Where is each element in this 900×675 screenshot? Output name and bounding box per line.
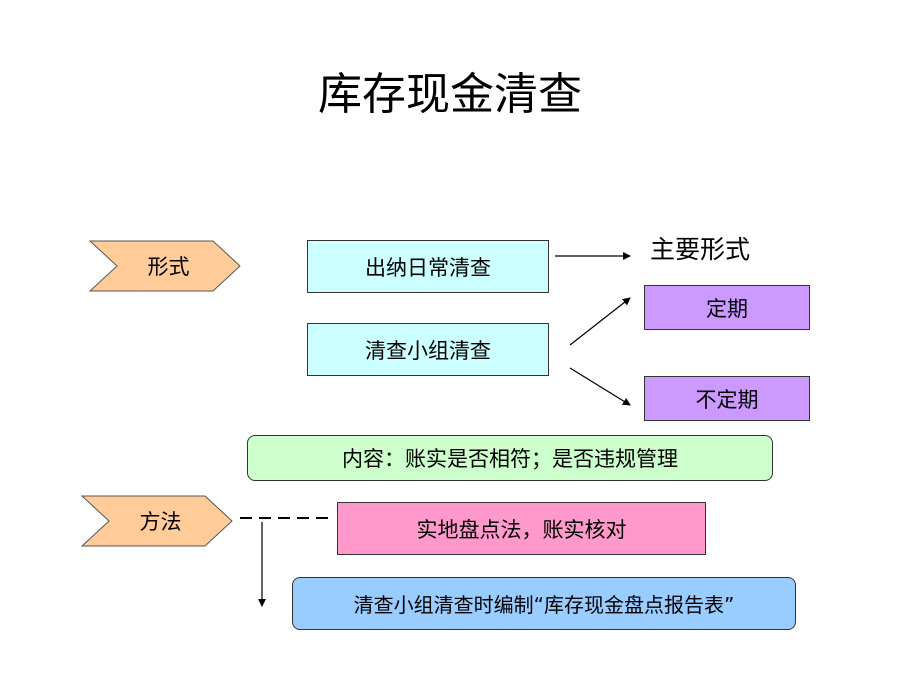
report-box: 清查小组清查时编制“库存现金盘点报告表” <box>292 577 796 630</box>
cashier-daily-check-box: 出纳日常清查 <box>307 240 549 293</box>
team-check-box: 清查小组清查 <box>307 323 549 376</box>
main-form-label: 主要形式 <box>650 235 751 264</box>
content-box: 内容：账实是否相符；是否违规管理 <box>247 435 773 481</box>
chevron-shape <box>88 240 241 292</box>
irregular-box: 不定期 <box>644 376 810 421</box>
arrow-to-irregular <box>569 367 631 406</box>
field-count-box: 实地盘点法，账实核对 <box>337 502 706 555</box>
method-chevron: 方法 <box>80 494 235 548</box>
form-chevron: 形式 <box>88 239 243 293</box>
regular-box: 定期 <box>644 285 810 330</box>
page-title: 库存现金清查 <box>318 69 582 120</box>
form-label: 形式 <box>147 255 190 279</box>
method-label: 方法 <box>139 510 182 534</box>
arrow-to-regular <box>569 297 631 346</box>
chevron-shape <box>80 495 233 547</box>
